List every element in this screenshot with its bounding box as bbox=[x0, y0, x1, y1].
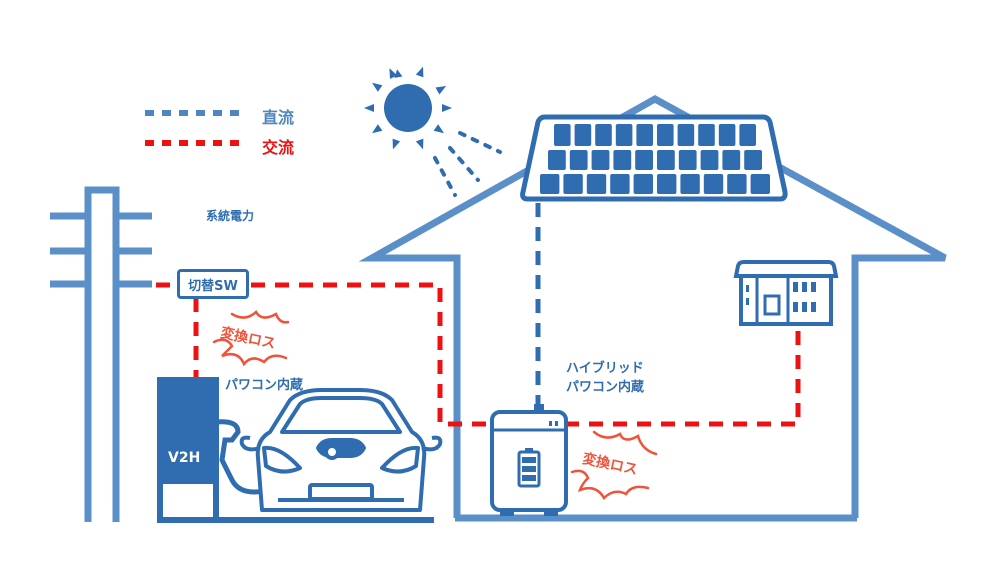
house-outline bbox=[358, 94, 947, 522]
solar-cell bbox=[615, 124, 633, 146]
battery-storage-icon bbox=[490, 404, 568, 516]
solar-cell bbox=[677, 124, 695, 146]
sunlight-rays bbox=[433, 131, 502, 197]
solar-cell bbox=[569, 150, 588, 170]
solar-cell bbox=[610, 174, 630, 194]
solar-cell bbox=[635, 150, 653, 170]
solar-cell bbox=[698, 124, 715, 146]
v2h-charger-icon bbox=[157, 377, 329, 523]
solar-cell bbox=[744, 150, 762, 170]
solar-cell bbox=[703, 174, 724, 194]
solar-cell bbox=[657, 124, 674, 146]
solar-cell bbox=[739, 124, 756, 146]
legend-ac-label: 交流 bbox=[262, 138, 295, 157]
solar-cell bbox=[657, 174, 677, 194]
solar-cell bbox=[563, 174, 583, 194]
solar-cell bbox=[657, 150, 675, 170]
solar-cell bbox=[633, 174, 653, 194]
ac-lines bbox=[156, 282, 801, 427]
v2h-pcs-label: パワコン内蔵 bbox=[225, 378, 304, 393]
solar-cell bbox=[678, 150, 697, 170]
solar-cell bbox=[727, 174, 747, 194]
hybrid-label-line2: パワコン内蔵 bbox=[566, 380, 645, 395]
conversion-loss-burst-2 bbox=[570, 430, 658, 501]
switch-label: 切替SW bbox=[188, 278, 238, 294]
solar-panel-icon bbox=[520, 114, 788, 202]
legend-dc-label: 直流 bbox=[262, 108, 295, 127]
electric-car-icon bbox=[239, 388, 443, 512]
grid-power-label: 系統電力 bbox=[206, 209, 255, 223]
solar-cell bbox=[680, 174, 700, 194]
conversion-loss-burst-1 bbox=[212, 310, 290, 367]
solar-cell bbox=[574, 124, 592, 146]
solar-cell bbox=[540, 174, 560, 194]
solar-cell bbox=[613, 150, 632, 170]
solar-cell bbox=[718, 124, 736, 146]
solar-cell bbox=[636, 124, 653, 146]
solar-cell bbox=[591, 150, 610, 170]
hybrid-label-line1: ハイブリッド bbox=[566, 361, 644, 376]
sun-icon bbox=[364, 66, 452, 150]
solar-cell bbox=[700, 150, 719, 170]
solar-cell bbox=[722, 150, 741, 170]
switch-box: 切替SW bbox=[177, 269, 249, 299]
solar-cell bbox=[548, 150, 566, 170]
solar-cell bbox=[586, 174, 607, 194]
v2h-label: V2H bbox=[168, 450, 201, 466]
solar-cell bbox=[554, 124, 571, 146]
utility-pole-icon bbox=[50, 186, 152, 522]
solar-cell bbox=[750, 174, 770, 194]
distribution-board-icon bbox=[733, 260, 839, 326]
solar-cell bbox=[595, 124, 612, 146]
